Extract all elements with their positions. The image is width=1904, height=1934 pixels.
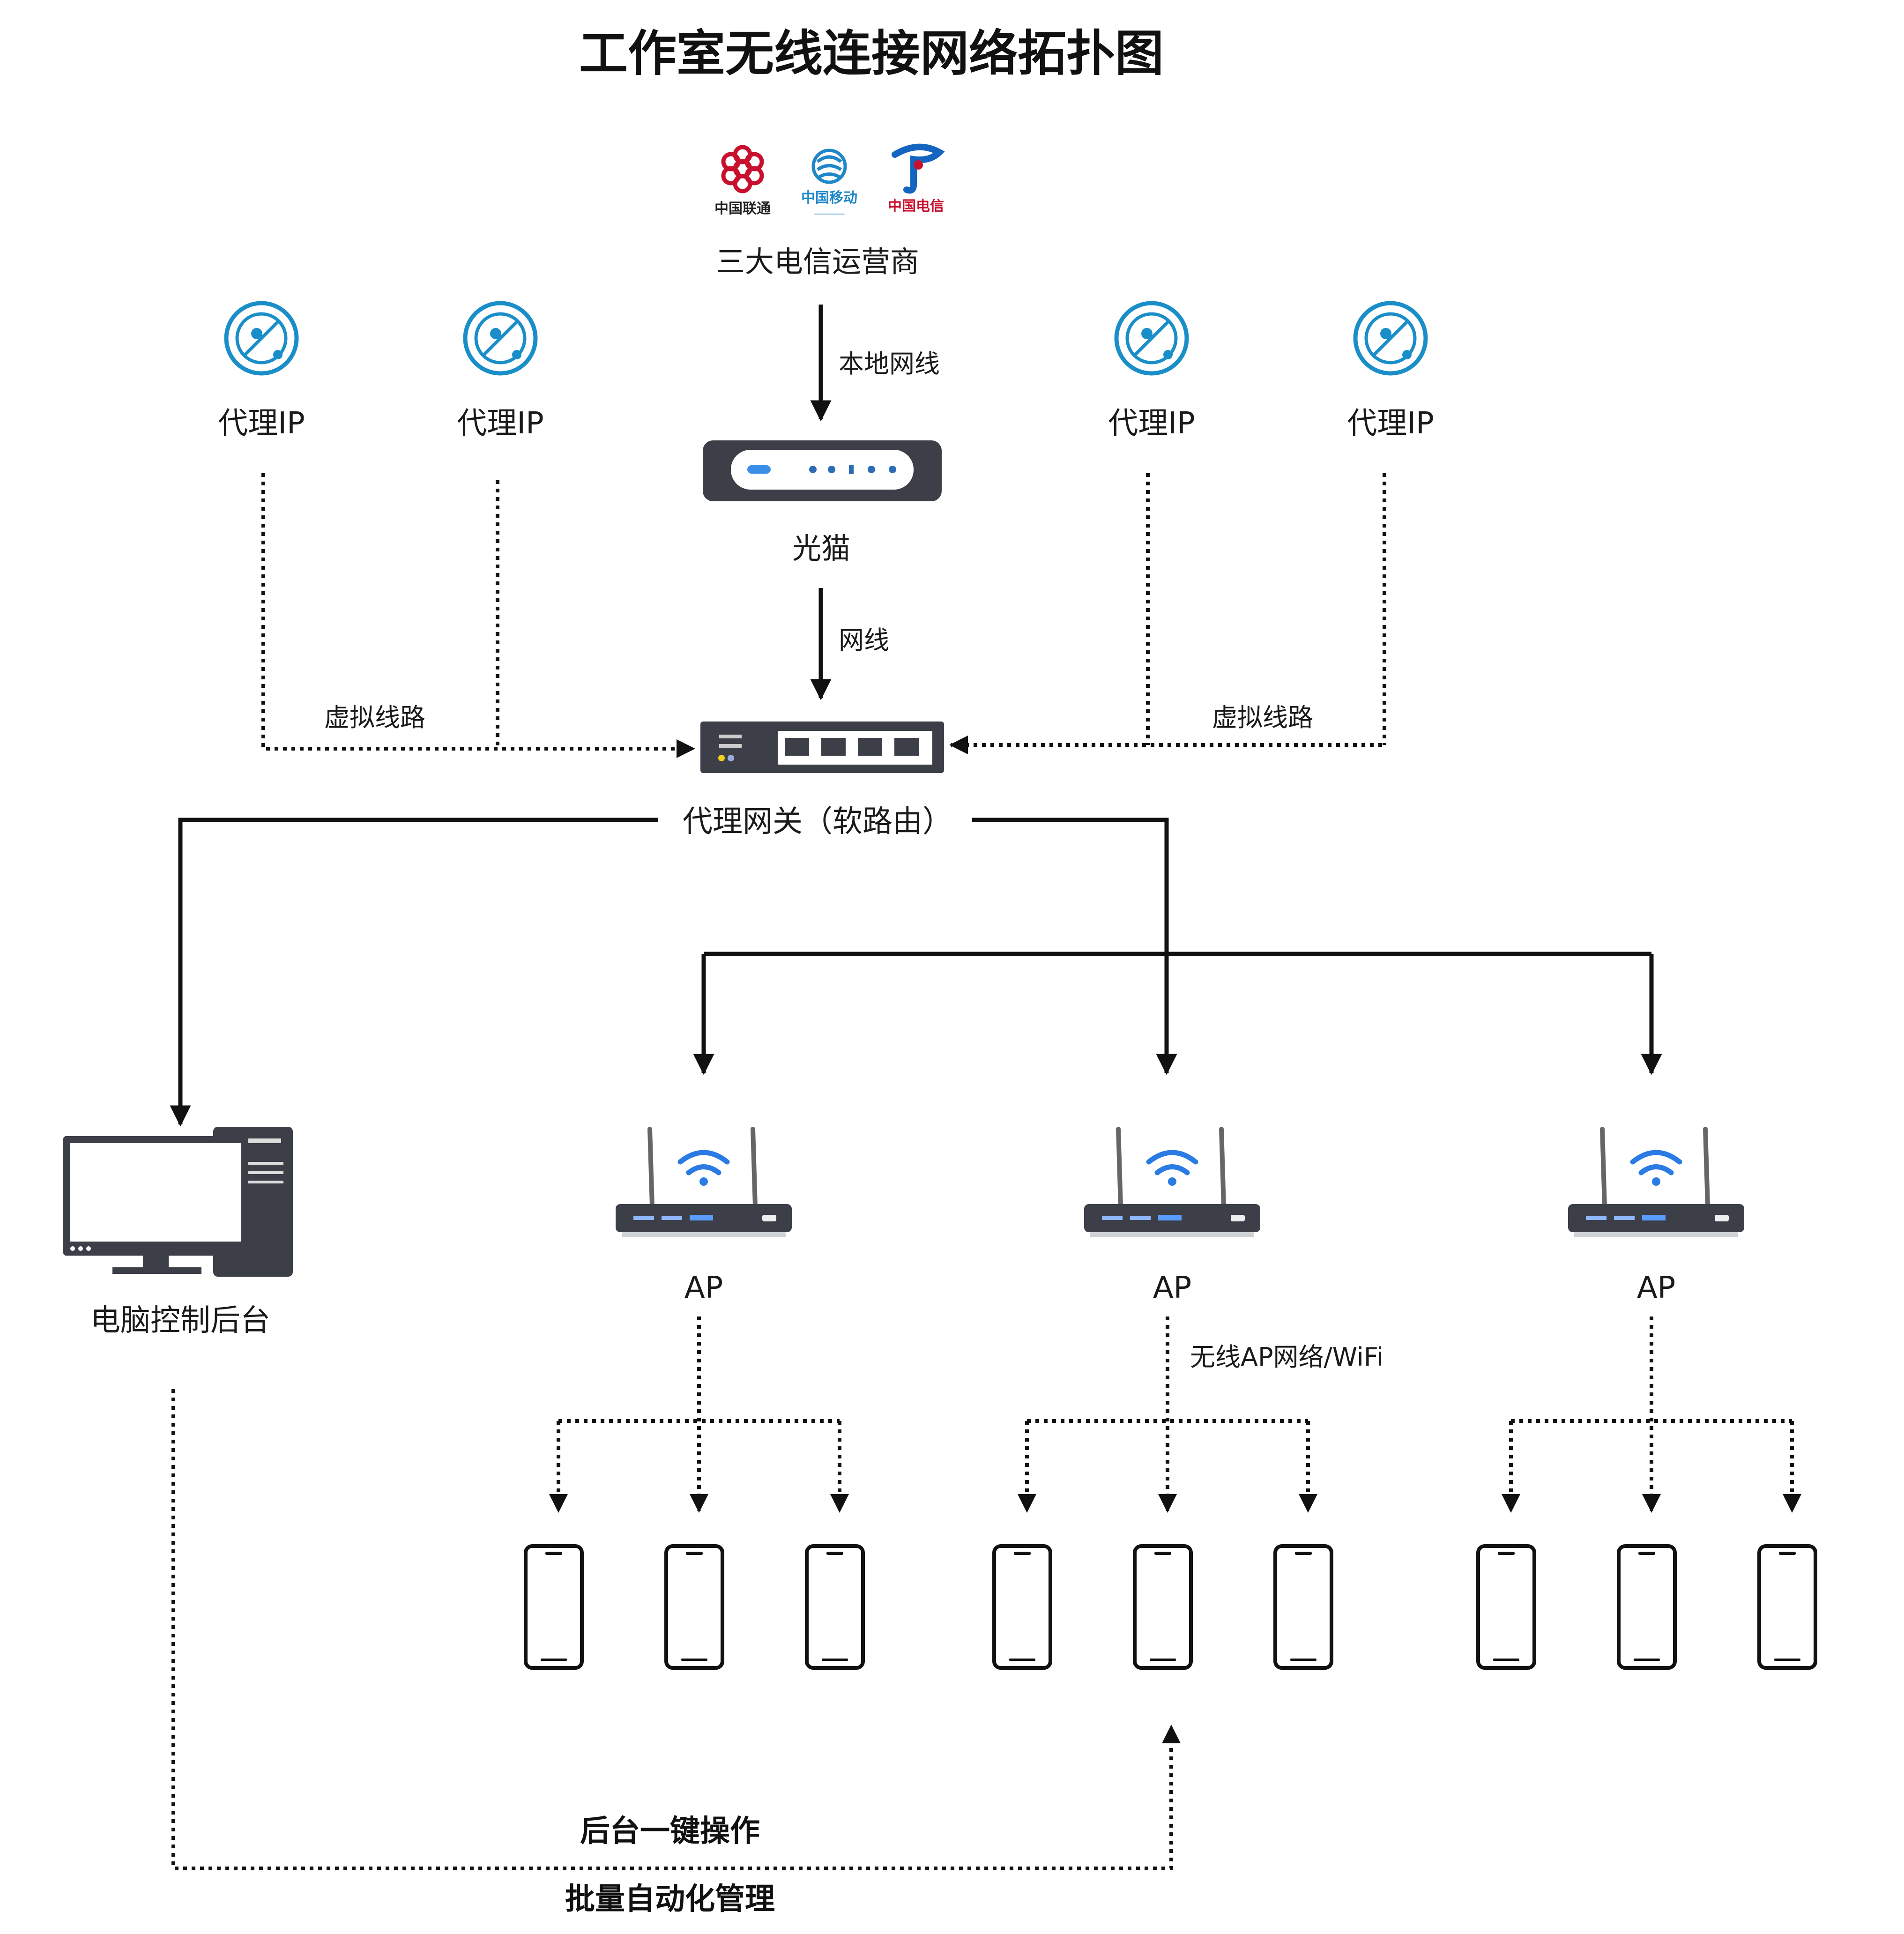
proxy-ip-2: 代理IP [457,301,544,441]
ap-group: AP AP AP [524,1127,1817,1670]
smartphone-icon [1617,1544,1677,1670]
smartphone-icon [664,1544,724,1670]
ap-fanout-lines [1018,1317,1317,1513]
proxy-ip-icon [224,301,299,376]
gateway-to-ap-lines [693,818,1662,1075]
ap-label: AP [1153,1271,1191,1305]
ap-wireless-label: 无线AP网络/WiFi [1190,1342,1383,1372]
mobile-logo-text: 中国移动 [801,190,857,206]
proxy-ip-3: 代理IP [1108,301,1195,441]
computer-label: 电脑控制后台 [90,1303,270,1338]
smartphone-icon [992,1544,1052,1670]
smartphone-icon [1133,1544,1193,1670]
smartphone-icon [805,1544,865,1670]
proxy-ip-icon [1114,301,1189,376]
virtual-line-label-right: 虚拟线路 [1212,703,1313,732]
bottom-label-2: 批量自动化管理 [565,1882,775,1917]
mobile-logo-subtext: ────── [813,209,845,219]
wifi-router-icon [1568,1127,1744,1237]
smartphone-icon [524,1544,584,1670]
switch-router-icon [700,722,944,773]
gateway-label: 代理网关（软路由） [683,804,952,839]
management-line [171,1389,1181,1870]
proxy-ip-label: 代理IP [218,406,305,441]
modem-label: 光猫 [792,531,850,565]
smartphone-icon [1476,1544,1536,1670]
smartphone-icon [1757,1544,1817,1670]
ap-label: AP [684,1271,723,1305]
isp-logos: 中国联通 中国移动 ────── 中国电信 [693,134,956,230]
proxy-ip-label: 代理IP [1108,406,1195,441]
proxy-ip-label: 代理IP [457,406,543,441]
proxy-ip-icon [1353,301,1428,376]
virtual-line-label-left: 虚拟线路 [324,703,425,732]
gateway-to-computer-line [170,818,658,1127]
china-mobile-logo: 中国移动 ────── [801,149,857,219]
desktop-computer-icon [63,1127,293,1277]
china-telecom-logo: 中国电信 [888,143,945,215]
optical-modem-icon [703,440,942,501]
unicom-logo-text: 中国联通 [714,201,771,217]
ap-node: AP [992,1127,1333,1670]
proxy-ip-label: 代理IP [1347,406,1434,441]
ap-node: AP [524,1127,865,1670]
virtual-lines [261,473,1386,758]
isp-label: 三大电信运营商 [716,245,919,279]
china-unicom-logo: 中国联通 [714,145,771,217]
proxy-ip-icon [463,301,538,376]
telecom-logo-text: 中国电信 [888,198,944,215]
bottom-label-1: 后台一键操作 [580,1814,760,1849]
wifi-router-icon [616,1127,792,1237]
isp-to-modem-label: 本地网线 [839,349,940,379]
ap-label: AP [1637,1271,1675,1305]
smartphone-icon [1273,1544,1333,1670]
proxy-ip-4: 代理IP [1347,301,1434,441]
ap-fanout-lines [1502,1317,1801,1513]
wifi-router-icon [1084,1127,1260,1237]
ap-fanout-lines [549,1317,849,1513]
ap-node: AP [1476,1127,1817,1670]
diagram-title: 工作室无线连接网络拓扑图 [579,25,1164,82]
modem-to-gateway-label: 网线 [839,625,889,655]
proxy-ip-1: 代理IP [218,301,305,441]
